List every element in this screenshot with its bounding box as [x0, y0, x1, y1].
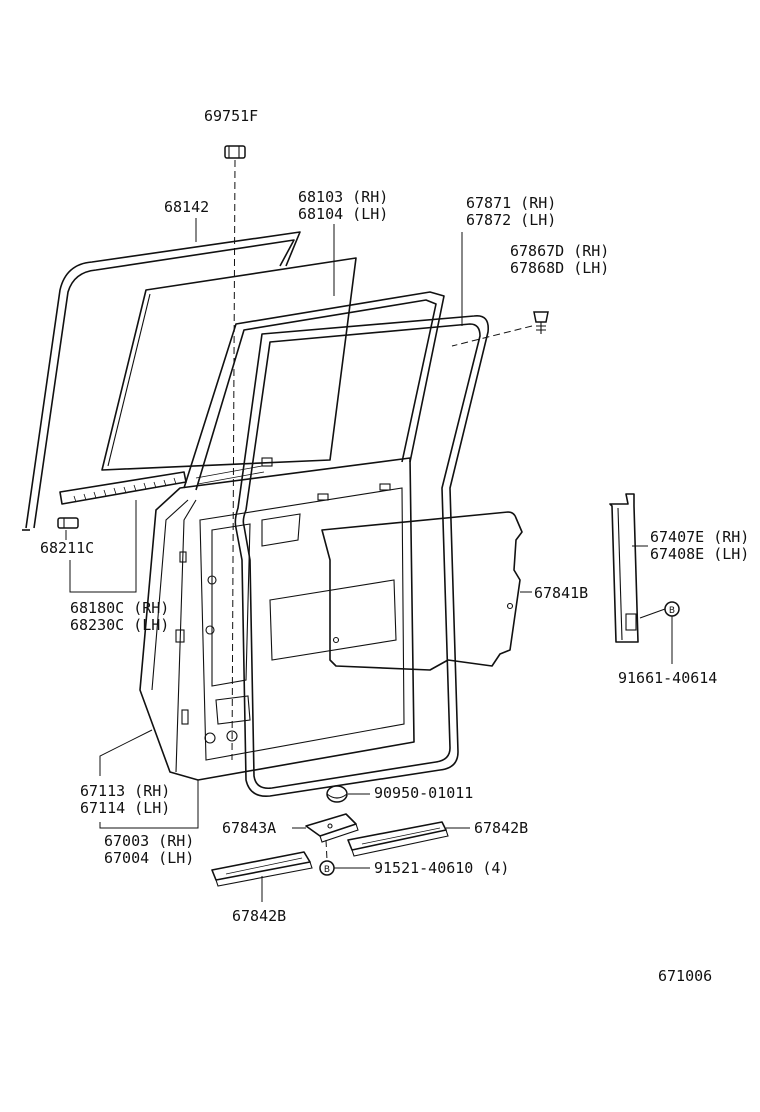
guide-67407e: [609, 493, 639, 643]
dashed-leader-67867d: [451, 325, 533, 347]
label-68180c: 68180C (RH): [70, 599, 169, 617]
door-glass-68103: [101, 257, 357, 471]
label-67113: 67113 (RH): [80, 782, 170, 800]
label-68104: 68104 (LH): [298, 205, 388, 223]
weatherstrip-67871: [234, 315, 490, 797]
label-68142: 68142: [164, 198, 209, 216]
scuff-plate-67842b-bottom: [211, 851, 313, 887]
diagram-id: 671006: [658, 967, 712, 985]
part-labels: 69751F 68142 68103 (RH) 68104 (LH) 67871…: [40, 107, 749, 985]
callout-b-lower: B: [319, 860, 335, 876]
svg-text:B: B: [669, 606, 675, 616]
dashed-leader-67843a: [325, 839, 328, 861]
plug-90950-01011: [326, 785, 348, 803]
label-90950: 90950-01011: [374, 784, 473, 802]
clip-69751f: [224, 145, 246, 159]
label-68230c: 68230C (LH): [70, 616, 169, 634]
label-67842b-right: 67842B: [474, 819, 528, 837]
label-91521: 91521-40610 (4): [374, 859, 509, 877]
label-67872: 67872 (LH): [466, 211, 556, 229]
label-67843a: 67843A: [222, 819, 276, 837]
label-67867d: 67867D (RH): [510, 242, 609, 260]
label-67003: 67003 (RH): [104, 832, 194, 850]
label-68103: 68103 (RH): [298, 188, 388, 206]
label-91661: 91661-40614: [618, 669, 717, 687]
label-69751f: 69751F: [204, 107, 258, 125]
leader-lines: [65, 218, 673, 902]
service-hole-cover-67841b: [321, 511, 523, 671]
clip-67867d: [533, 311, 549, 334]
bracket-67843a: [305, 813, 359, 843]
label-67841b: 67841B: [534, 584, 588, 602]
label-67407e: 67407E (RH): [650, 528, 749, 546]
svg-text:B: B: [324, 865, 330, 875]
scuff-plate-67842b-right: [347, 821, 449, 857]
dashed-leader-69751f: [231, 159, 236, 761]
label-67871: 67871 (RH): [466, 194, 556, 212]
door-panel-67003: [139, 291, 445, 781]
window-run-channel-68142: [22, 231, 301, 531]
label-68211c: 68211C: [40, 539, 94, 557]
label-67842b-bottom: 67842B: [232, 907, 286, 925]
label-67868d: 67868D (LH): [510, 259, 609, 277]
callout-b-upper: B: [664, 601, 680, 617]
label-67114: 67114 (LH): [80, 799, 170, 817]
label-67408e: 67408E (LH): [650, 545, 749, 563]
clip-68211c: [57, 517, 79, 529]
label-67004: 67004 (LH): [104, 849, 194, 867]
